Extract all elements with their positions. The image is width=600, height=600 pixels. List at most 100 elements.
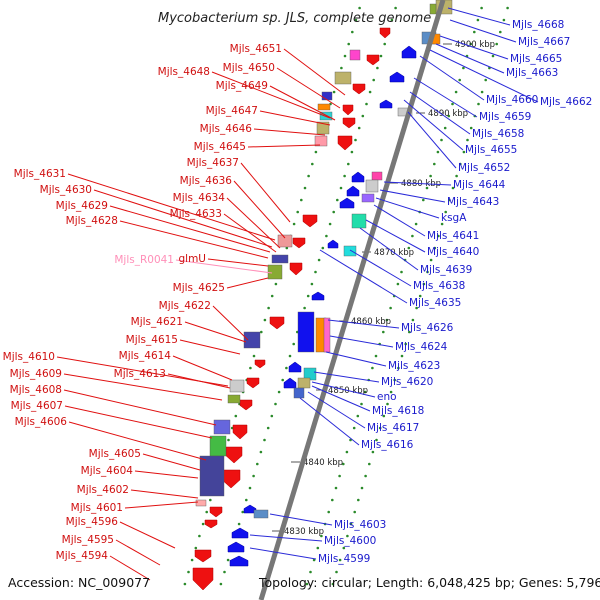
gene-block: [243, 331, 261, 349]
scale-dot: [361, 114, 365, 118]
gene-block: [297, 377, 311, 389]
scale-dot: [372, 78, 376, 82]
gene-label-left: Mjls_4601: [71, 502, 123, 514]
scale-dot: [437, 234, 440, 238]
scale-dot: [296, 210, 300, 214]
accession-text: Accession: NC_009077: [8, 575, 150, 590]
forward-gene-arrow: [342, 104, 354, 116]
gene-label-left: Mjls_4634: [173, 192, 226, 204]
scale-dot: [255, 462, 259, 466]
scale-dot: [352, 426, 356, 430]
label-leader-line: [449, 19, 517, 43]
scale-dot: [306, 294, 310, 298]
label-leader-line: [109, 555, 151, 581]
gene-label-left: Mjls_4651: [230, 43, 282, 55]
scale-dot: [345, 450, 349, 454]
scale-dot: [364, 474, 367, 478]
gene-label-left: Mjls_4650: [223, 62, 275, 74]
gene-label-left: Mjls_4647: [206, 105, 258, 117]
scale-dot: [317, 258, 321, 262]
scale-dot: [491, 54, 495, 58]
label-leader-line: [283, 48, 346, 96]
gene-label-left: glmU: [179, 253, 207, 265]
gene-label-left: Mjls_4613: [114, 368, 166, 380]
gene-block: [317, 103, 331, 111]
label-leader-line: [212, 305, 249, 341]
scale-dot: [332, 90, 336, 94]
scale-dot: [480, 90, 484, 94]
scale-dot: [312, 558, 316, 562]
scale-dot: [422, 282, 426, 286]
scale-dot: [331, 498, 334, 502]
gene-label-right: Mjls_4655: [465, 144, 517, 156]
scale-dot: [190, 558, 194, 562]
kbp-label: 4830 kbp: [284, 527, 324, 537]
scale-dot: [459, 162, 462, 166]
scale-dot: [305, 582, 309, 586]
forward-gene-arrow: [192, 567, 214, 591]
scale-dot: [331, 582, 335, 586]
label-leader-line: [373, 204, 426, 237]
gene-label-right: Mjls_4662: [540, 96, 592, 108]
scale-dot: [263, 438, 266, 442]
label-leader-line: [179, 339, 241, 355]
scale-dot: [396, 282, 400, 286]
scale-dot: [328, 222, 332, 226]
scale-dot: [310, 282, 314, 286]
label-leader-line: [269, 513, 333, 526]
scale-dot: [234, 414, 238, 418]
gene-label-right: Mjls_4603: [334, 519, 386, 531]
gene-label-left: Mjls_4594: [56, 550, 109, 562]
scale-dot: [455, 174, 458, 178]
scale-dot: [368, 462, 371, 466]
gene-label-left: Mjls_4596: [66, 516, 119, 528]
scale-dot: [458, 78, 462, 82]
gene-label-left: Mjls_4629: [56, 200, 108, 212]
scale-dot: [198, 534, 201, 538]
scale-dot: [411, 234, 414, 238]
scale-dot: [415, 306, 418, 310]
scale-dot: [336, 198, 339, 202]
scale-dot: [411, 318, 415, 322]
label-leader-line: [307, 391, 366, 429]
scale-dot: [393, 378, 397, 382]
scale-dot: [259, 450, 263, 454]
scale-dot: [237, 522, 241, 526]
scale-dot: [309, 570, 312, 574]
scale-dot: [248, 486, 252, 490]
scale-dot: [307, 174, 310, 178]
scale-dot: [408, 330, 411, 334]
forward-gene-arrow: [379, 27, 391, 39]
forward-gene-arrow: [204, 519, 218, 529]
scale-dot: [201, 522, 205, 526]
scale-dot: [343, 174, 346, 178]
scale-dot: [378, 426, 382, 430]
gene-labels: Mjls_4651Mjls_4650Mjls_4648Mjls_4649Mjls…: [3, 19, 593, 565]
gene-label-left: Mjls_4649: [216, 80, 268, 92]
scale-dot: [407, 246, 411, 250]
gene-label-left: Mjls_4645: [194, 141, 246, 153]
gene-label-left: Mjls_4630: [40, 184, 92, 196]
scale-dot: [440, 138, 443, 142]
scale-dot: [454, 90, 458, 94]
scale-dot: [443, 126, 447, 130]
reverse-gene-arrow: [379, 99, 393, 109]
gene-label-left: Mjls_4615: [126, 334, 178, 346]
scale-dot: [375, 438, 378, 442]
scale-dot: [429, 174, 432, 178]
label-leader-line: [311, 385, 371, 412]
gene-block: [371, 171, 383, 181]
scale-dot: [440, 222, 444, 226]
scale-dot: [338, 474, 341, 478]
gene-label-right: Mjls_4600: [324, 535, 376, 547]
gene-label-right: Mjls_4663: [506, 67, 558, 79]
gene-label-right: Mjls_4616: [361, 439, 414, 451]
label-leader-line: [403, 99, 464, 151]
genome-info-text: Topology: circular; Length: 6,048,425 bp…: [258, 575, 600, 590]
scale-dot: [187, 570, 190, 574]
label-leader-line: [419, 55, 485, 101]
reverse-gene-arrow: [327, 239, 339, 249]
label-leader-line: [226, 277, 269, 289]
forward-gene-arrow: [292, 237, 306, 249]
scale-dot: [267, 306, 270, 310]
